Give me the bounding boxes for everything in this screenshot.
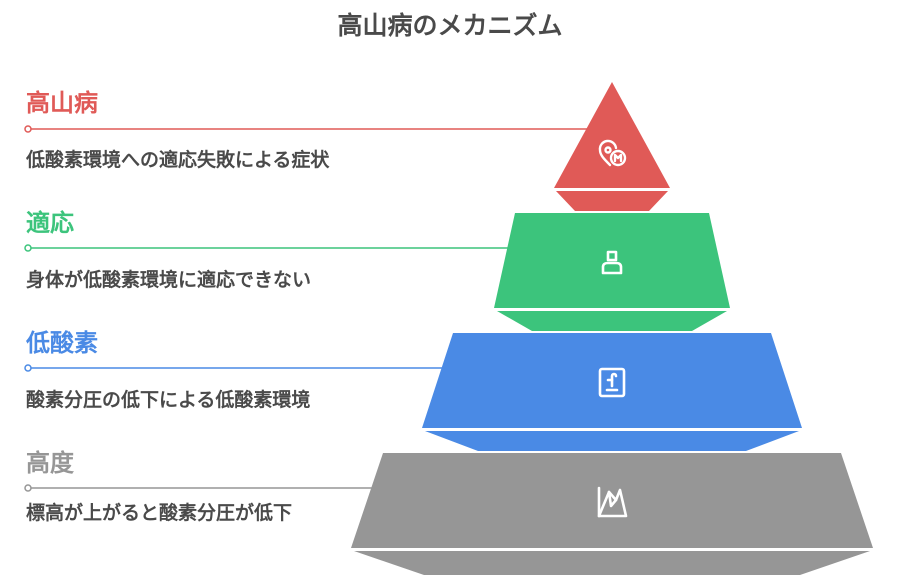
connector-line-hypoxia — [24, 364, 460, 372]
pyramid-tier-altitude — [351, 453, 873, 575]
connector-line-altitude-sickness — [24, 125, 590, 133]
diagram-title: 高山病のメカニズム — [337, 11, 563, 40]
level-description-altitude: 標高が上がると酸素分圧が低下 — [26, 502, 293, 524]
level-title-altitude: 高度 — [26, 449, 74, 477]
level-description-altitude-sickness: 低酸素環境への適応失敗による症状 — [26, 149, 330, 171]
pyramid-tier-altitude-sickness — [554, 82, 670, 211]
connector-line-adaptation — [24, 244, 525, 252]
level-description-hypoxia: 酸素分圧の低下による低酸素環境 — [26, 389, 311, 411]
person-icon — [601, 250, 623, 275]
mountain-icon — [597, 486, 628, 518]
map-pin-marker-icon — [598, 139, 627, 167]
oxygen-gauge-icon — [598, 367, 626, 398]
level-title-hypoxia: 低酸素 — [26, 329, 98, 357]
level-title-altitude-sickness: 高山病 — [26, 89, 98, 117]
level-description-adaptation: 身体が低酸素環境に適応できない — [26, 269, 312, 291]
connector-line-altitude — [24, 484, 395, 492]
pyramid-tier-hypoxia — [422, 333, 802, 451]
level-title-adaptation: 適応 — [26, 209, 74, 237]
